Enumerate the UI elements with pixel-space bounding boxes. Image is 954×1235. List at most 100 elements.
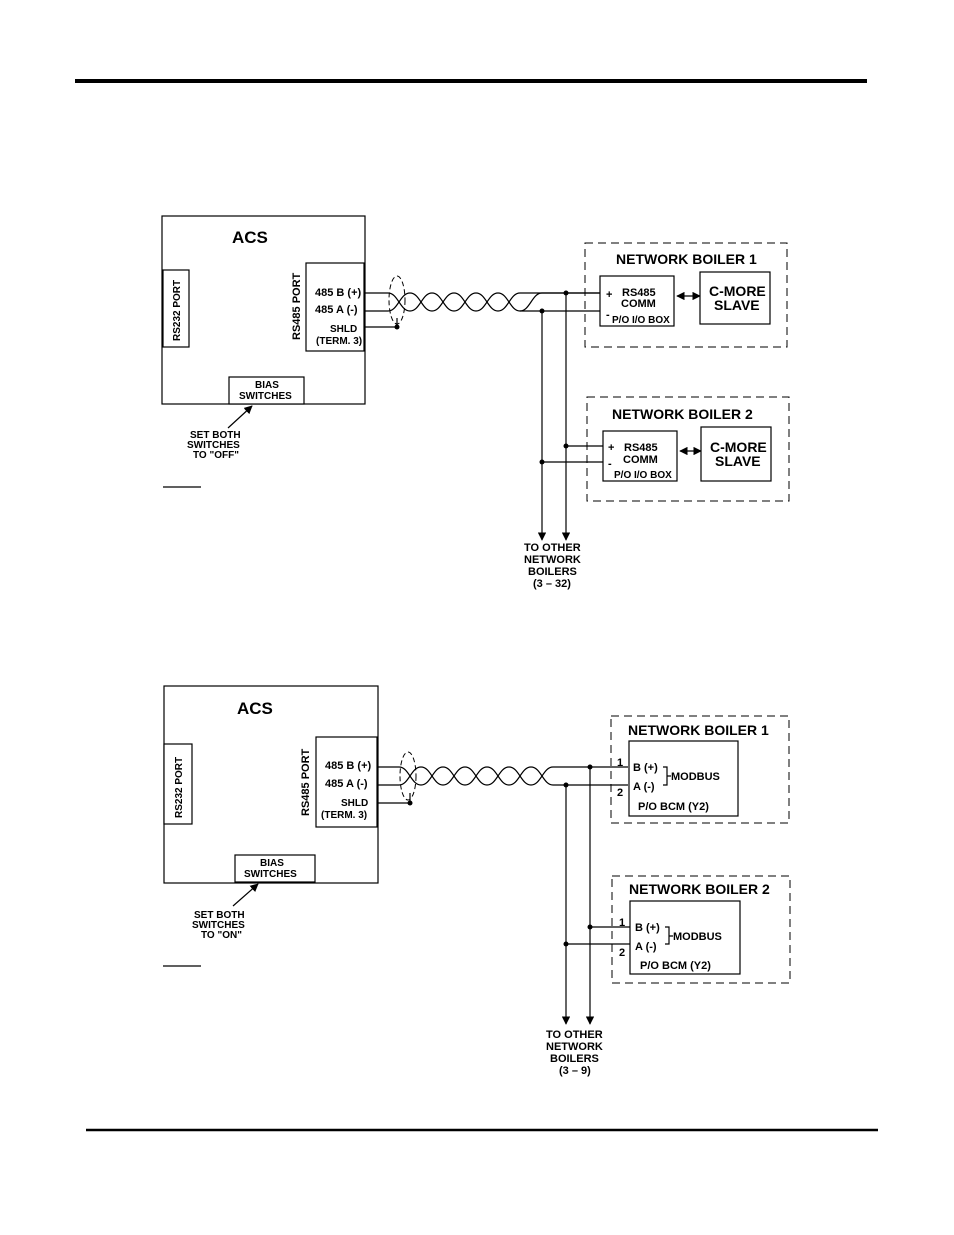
bottom-term-3: (TERM. 3) [321, 810, 367, 821]
top-b2-comm2: COMM [623, 454, 658, 466]
top-rs485-label: RS485 PORT [291, 272, 303, 340]
bottom-b2-a: A (-) [635, 941, 657, 953]
bottom-term-shld: SHLD [341, 798, 368, 809]
bottom-bias-1: BIAS [260, 858, 284, 869]
bottom-b1-modbus: MODBUS [671, 771, 720, 783]
top-other-2: NETWORK [524, 554, 581, 566]
top-b1-minus: - [606, 309, 610, 321]
top-b2-plus: + [608, 442, 614, 454]
bottom-tap-a2 [563, 941, 569, 947]
top-b2-minus: - [608, 458, 612, 470]
bottom-b1-n1: 1 [617, 757, 623, 769]
bottom-term-a: 485 A (-) [325, 778, 368, 790]
bottom-twisted-wire-1 [398, 766, 628, 786]
top-twisted-wire-1 [387, 292, 600, 312]
bottom-rs485-terminal [315, 736, 378, 828]
top-bias-2: SWITCHES [239, 391, 292, 402]
top-boiler1-frame [584, 242, 788, 348]
top-shield-dot [394, 324, 400, 330]
bottom-other-2: NETWORK [546, 1041, 603, 1053]
bottom-rs232-port [163, 743, 193, 825]
top-boiler1-io-box [599, 275, 675, 327]
bottom-rs485-label: RS485 PORT [300, 748, 312, 816]
top-boiler2-title: NETWORK BOILER 2 [612, 406, 753, 422]
top-rs232-label: RS232 PORT [172, 280, 183, 341]
top-twisted-wire-2 [387, 292, 600, 312]
bottom-twisted-wire-2 [398, 766, 628, 786]
top-b1-comm1: RS485 [622, 287, 656, 299]
top-note-1: SET BOTH [190, 430, 241, 441]
bottom-b1-b: B (+) [633, 762, 658, 774]
top-note-3: TO "OFF" [193, 450, 239, 461]
bottom-note-3: TO "ON" [201, 930, 242, 941]
top-boiler2-frame [586, 396, 790, 502]
bottom-shield-drain [377, 793, 411, 804]
bottom-other-3: BOILERS [550, 1053, 599, 1065]
bottom-boiler1-title: NETWORK BOILER 1 [628, 722, 769, 738]
bottom-b1-bracket [663, 766, 671, 786]
bottom-b1-a: A (-) [633, 781, 655, 793]
top-other-1: TO OTHER [524, 542, 581, 554]
bottom-b2-n2: 2 [619, 947, 625, 959]
top-tap-b1 [563, 290, 569, 296]
top-bias-1: BIAS [255, 380, 279, 391]
top-boiler2-slave [700, 426, 772, 482]
bottom-shield-ellipse [399, 751, 417, 801]
top-boiler1-title: NETWORK BOILER 1 [616, 251, 757, 267]
top-b1-slave2: SLAVE [714, 297, 760, 313]
bottom-shield-dot [407, 800, 413, 806]
bottom-bias-switches [234, 854, 316, 883]
top-boiler1-slave [699, 271, 771, 325]
top-other-4: (3 – 32) [533, 578, 571, 590]
top-shield-ellipse [388, 275, 406, 325]
top-acs-title: ACS [232, 228, 268, 247]
bottom-tap-b1 [587, 764, 593, 770]
bottom-b1-bcm: P/O BCM (Y2) [638, 801, 709, 813]
bottom-b2-modbus: MODBUS [673, 931, 722, 943]
bottom-b1-n2: 2 [617, 787, 623, 799]
bottom-bias-2: SWITCHES [244, 869, 297, 880]
bottom-note-arrow [232, 883, 259, 907]
top-term-shld: SHLD [330, 324, 357, 335]
top-b1-io: P/O I/O BOX [612, 315, 670, 326]
bottom-term-b: 485 B (+) [325, 760, 371, 772]
bottom-note-1: SET BOTH [194, 910, 245, 921]
bottom-note-2: SWITCHES [192, 920, 245, 931]
bottom-tap-a1 [563, 782, 569, 788]
bottom-b2-bcm: P/O BCM (Y2) [640, 960, 711, 972]
top-b2-slave1: C-MORE [710, 439, 767, 455]
top-b1-slave1: C-MORE [709, 283, 766, 299]
top-term-3: (TERM. 3) [316, 336, 362, 347]
bottom-boiler2-title: NETWORK BOILER 2 [629, 881, 770, 897]
top-other-3: BOILERS [528, 566, 577, 578]
top-rs485-terminal [305, 262, 365, 352]
bottom-boiler2-bcm [629, 900, 741, 975]
top-term-b: 485 B (+) [315, 287, 361, 299]
top-b2-io: P/O I/O BOX [614, 470, 672, 481]
top-boiler2-io-box [602, 430, 678, 482]
top-tap-a2 [539, 459, 545, 465]
top-note-2: SWITCHES [187, 440, 240, 451]
bottom-other-4: (3 – 9) [559, 1065, 591, 1077]
top-diagram: ACS RS232 PORT RS485 PORT 485 B (+) 485 … [161, 215, 790, 590]
top-b2-comm1: RS485 [624, 442, 658, 454]
bottom-other-1: TO OTHER [546, 1029, 603, 1041]
top-note-arrow [227, 405, 253, 429]
bottom-tap-b2 [587, 924, 593, 930]
bottom-diagram: ACS RS232 PORT RS485 PORT 485 B (+) 485 … [163, 685, 791, 1077]
bottom-b2-bracket [665, 926, 673, 945]
bottom-b2-n1: 1 [619, 917, 625, 929]
top-b1-plus: + [606, 289, 612, 301]
top-term-a: 485 A (-) [315, 304, 358, 316]
top-tap-a1 [539, 308, 545, 314]
top-tap-b2 [563, 443, 569, 449]
top-bias-switches [228, 376, 305, 405]
bottom-boiler1-bcm [628, 740, 739, 817]
bottom-rs232-label: RS232 PORT [174, 757, 185, 818]
bottom-b2-b: B (+) [635, 922, 660, 934]
top-rs232-port [162, 269, 190, 348]
bottom-acs-title: ACS [237, 699, 273, 718]
top-b1-comm2: COMM [621, 298, 656, 310]
top-b2-slave2: SLAVE [715, 453, 761, 469]
